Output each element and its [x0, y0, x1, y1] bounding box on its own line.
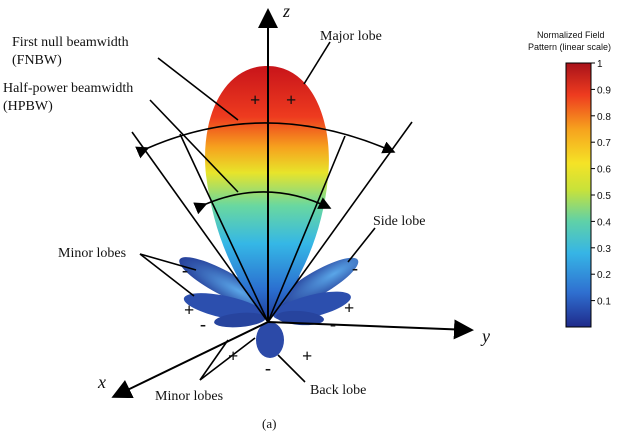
minus-sign-right-upper: -	[352, 258, 358, 278]
major-lobe-label: Major lobe	[320, 29, 382, 44]
colorbar-title-line1: Normalized Field	[537, 30, 605, 40]
minus-sign-bottom: -	[265, 358, 271, 378]
fnbw-arc	[135, 122, 396, 159]
axes	[111, 8, 474, 399]
minor-lobes-left-label: Minor lobes	[58, 246, 126, 261]
z-axis-label: z	[282, 1, 290, 21]
annotations: First null beamwidth (FNBW) Half-power b…	[3, 1, 490, 431]
hpbw-label-line1: Half-power beamwidth	[3, 81, 133, 96]
minor-lobes-leader-1	[139, 253, 197, 271]
minor-lobes-bottom-leader-1	[199, 339, 229, 381]
hpbw-line-left	[179, 133, 269, 323]
fnbw-label-line1: First null beamwidth	[12, 35, 129, 50]
side-lobe-right-upper	[277, 257, 359, 309]
fnbw-label-line2: (FNBW)	[12, 53, 62, 68]
back-lobe	[256, 322, 284, 358]
colorbar-tick-label: 0.5	[597, 191, 611, 202]
minor-lobe-left-upper	[179, 257, 265, 307]
beamwidth-lines	[131, 41, 413, 383]
side-lobe-label: Side lobe	[373, 214, 426, 229]
y-axis-label: y	[480, 326, 490, 346]
colorbar-gradient	[565, 62, 592, 328]
colorbar-tick-label: 0.1	[597, 297, 611, 308]
plus-sign-left: +	[184, 300, 194, 320]
colorbar-tick-label: 0.9	[597, 85, 611, 96]
colorbar-tick-label: 0.4	[597, 217, 611, 228]
minus-sign-right-lower: -	[330, 314, 336, 334]
plus-sign-major-left: +	[250, 90, 260, 110]
figure-caption: (a)	[262, 416, 276, 431]
minor-lobes-bottom-label: Minor lobes	[155, 389, 223, 404]
colorbar-ticks: 1 0.9 0.8 0.7 0.6 0.5 0.4 0.3 0.2 0.1	[591, 59, 611, 308]
x-axis-label: x	[97, 372, 106, 392]
minor-lobe-left-small	[214, 312, 266, 328]
hpbw-line-right	[267, 135, 346, 323]
x-axis	[111, 321, 269, 399]
minor-lobes-leader-2	[139, 253, 195, 297]
colorbar-tick-label: 0.7	[597, 138, 611, 149]
colorbar-tick-label: 0.3	[597, 244, 611, 255]
plus-sign-right: +	[344, 298, 354, 318]
major-lobe	[205, 65, 329, 321]
colorbar-tick-label: 1	[597, 59, 603, 70]
back-lobe-leader	[277, 354, 306, 383]
fnbw-leader	[157, 57, 239, 121]
y-axis	[267, 319, 474, 340]
minor-lobes-bottom-leader-2	[199, 337, 256, 381]
plus-sign-bottom-left: +	[228, 346, 238, 366]
minus-sign-left-lower: -	[200, 314, 206, 334]
colorbar-tick-label: 0.2	[597, 270, 611, 281]
minor-lobe-right-small	[276, 310, 324, 326]
colorbar: Normalized Field Pattern (linear scale) …	[528, 30, 611, 328]
plus-sign-bottom-right: +	[302, 346, 312, 366]
colorbar-tick-label: 0.8	[597, 112, 611, 123]
fnbw-line-left	[131, 131, 269, 323]
major-lobe-leader	[303, 41, 331, 85]
hpbw-arc	[193, 191, 332, 215]
colorbar-title-line2: Pattern (linear scale)	[528, 42, 611, 52]
plus-sign-major-right: +	[286, 90, 296, 110]
polarity-signs: + + - + - - + - + - +	[182, 90, 358, 378]
minus-sign-left-upper: -	[182, 260, 188, 280]
back-lobe-label: Back lobe	[310, 383, 366, 398]
hpbw-leader	[149, 99, 239, 193]
hpbw-label-line2: (HPBW)	[3, 99, 53, 114]
side-lobe-leader	[347, 227, 376, 263]
colorbar-tick-label: 0.6	[597, 165, 611, 176]
